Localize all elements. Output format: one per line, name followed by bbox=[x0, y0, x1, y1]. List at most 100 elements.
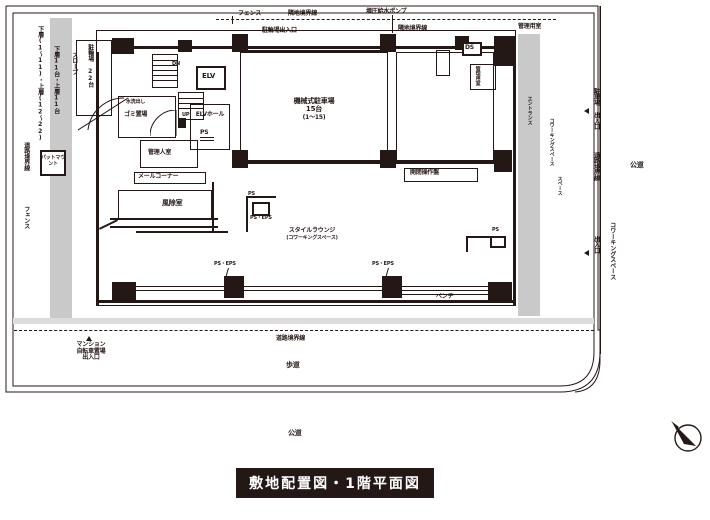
bench-label: ベンチ bbox=[436, 293, 454, 300]
operation-panel-box bbox=[404, 168, 478, 182]
lounge-wall-v bbox=[212, 182, 214, 232]
bic-l3: 出入口 bbox=[82, 354, 100, 362]
coworking-inner-label-2: スペース bbox=[556, 176, 563, 196]
bic-l1: マンション bbox=[76, 341, 106, 348]
column bbox=[488, 282, 512, 302]
ps-leader2 bbox=[200, 140, 214, 141]
stair-tread bbox=[152, 75, 178, 76]
manager-room-label: 管理人室 bbox=[148, 149, 172, 156]
coworking-entrance-arrow bbox=[584, 250, 589, 256]
stair-run-2 bbox=[178, 92, 204, 120]
fence-leader bbox=[232, 16, 233, 24]
right-road-boundary-label: 道路境界線 bbox=[592, 152, 600, 182]
bicycle-parking-vertical: 駐輪場 22台 bbox=[86, 44, 94, 88]
stair-run bbox=[152, 54, 178, 88]
ps-eps-label-1: PS・EPS bbox=[214, 261, 236, 267]
top-boundary-building-label: 隣地境界線 bbox=[398, 25, 428, 32]
pump-label: 増圧給水ポンプ bbox=[366, 8, 407, 15]
column bbox=[224, 276, 244, 298]
mechanical-parking-label: 機械式駐車場 15台 (1〜15) bbox=[256, 97, 372, 121]
garbage-label: ゴミ置場 bbox=[124, 111, 148, 118]
right-paved-strip bbox=[518, 34, 540, 316]
up-label-2: UP bbox=[182, 112, 190, 118]
column bbox=[382, 276, 402, 298]
vestibule-room bbox=[118, 190, 212, 220]
parking-range: (1〜15) bbox=[302, 113, 326, 121]
ps-eps-label-lounge: PS・EPS bbox=[250, 215, 272, 221]
right-road-boundary bbox=[600, 6, 601, 354]
ps-box-right bbox=[490, 236, 506, 248]
wall-left bbox=[96, 52, 99, 306]
ps-label-lounge: PS bbox=[248, 191, 255, 197]
pump-leader bbox=[392, 15, 393, 33]
pad-mount-box bbox=[40, 150, 66, 176]
top-boundary-label: 隣地境界線 bbox=[288, 10, 318, 17]
stair-tread bbox=[178, 98, 204, 99]
mail-corner-label: メールコーナー bbox=[138, 173, 179, 180]
elevator-label: ELV bbox=[202, 72, 216, 80]
floor-band-1 bbox=[136, 286, 492, 287]
vestibule-wall bbox=[110, 218, 218, 220]
ps-box-lounge bbox=[252, 202, 270, 216]
vestibule-label: 風除室 bbox=[162, 199, 183, 207]
lounge-wall-v2 bbox=[246, 196, 248, 232]
elevator-hall bbox=[190, 104, 230, 150]
duct-space-box bbox=[462, 42, 482, 56]
parking-top-wall bbox=[240, 50, 388, 53]
lounge-line1: スタイルラウンジ bbox=[288, 227, 336, 234]
pipe-space-label-core: PS bbox=[200, 129, 209, 136]
left-road-boundary-label: 道路境界線 bbox=[22, 142, 30, 172]
column bbox=[112, 282, 136, 302]
bic-l2: 自転車置場 bbox=[76, 347, 106, 355]
lounge-right-partition bbox=[466, 236, 496, 238]
operation-panel-label: 開閉操作盤 bbox=[410, 169, 440, 176]
ps-label-right: PS bbox=[492, 227, 499, 233]
stair-tread bbox=[152, 70, 178, 71]
lounge-line2: (コワーキングスペース) bbox=[286, 234, 338, 241]
mail-corner bbox=[134, 172, 206, 184]
top-boundary-dash bbox=[216, 19, 556, 20]
coworking-entrance-label: 出入口 bbox=[592, 236, 600, 254]
bottom-boundary-label: 道路境界線 bbox=[276, 335, 306, 342]
north-arrow bbox=[671, 421, 702, 452]
wall-bottom bbox=[96, 300, 516, 303]
bicycle-entrance-arrow bbox=[86, 336, 92, 341]
bicycle-entrance-label: マンション 自転車置場 出入口 bbox=[58, 341, 124, 362]
door-swing-garbage bbox=[150, 110, 177, 136]
ps-eps-label-2: PS・EPS bbox=[372, 261, 394, 267]
plan-title-plate: 敷地配置図・1階平面図 bbox=[236, 468, 434, 498]
duct-space-label: DS bbox=[465, 44, 474, 51]
wall-top-left bbox=[134, 46, 234, 49]
bicycle-parking-area bbox=[76, 40, 112, 116]
down-label: DN bbox=[172, 61, 180, 67]
left-fence-label: フェンス bbox=[22, 206, 30, 230]
parking-upper-lower-vertical: 下層11台・上層11台 bbox=[52, 46, 60, 114]
style-lounge-label: スタイルラウンジ (コワーキングスペース) bbox=[252, 227, 372, 241]
bottom-boundary-dash bbox=[14, 330, 594, 331]
pad-mount-label: パットマウント bbox=[41, 155, 66, 167]
floor-band-2 bbox=[136, 290, 402, 291]
lounge-right-partition-v bbox=[466, 236, 468, 252]
bottom-public-road-label: 公道 bbox=[288, 429, 302, 437]
bench-line-2 bbox=[402, 294, 496, 295]
right-public-road-label: 公道 bbox=[630, 161, 644, 169]
entrance-inner-label: エントランス bbox=[526, 96, 533, 125]
maintenance-room-label: 管理用室 bbox=[474, 66, 481, 86]
coworking-inner-label: コワーキングスペース bbox=[548, 118, 555, 167]
parking-note-vertical: 下層(1〜11)・上層(12〜22) bbox=[36, 26, 44, 142]
manager-room bbox=[140, 140, 198, 168]
ps-leader bbox=[200, 137, 214, 138]
lounge-wall-h bbox=[246, 196, 276, 198]
right-area-bottom-wall bbox=[396, 160, 512, 164]
shaft-box bbox=[436, 50, 450, 76]
elevator-shaft bbox=[196, 66, 226, 90]
sidewalk-label: 歩道 bbox=[286, 361, 300, 369]
water-tap-label: 水洗出し bbox=[126, 99, 146, 105]
coworking-space-vertical-label: コワーキングスペース bbox=[608, 222, 616, 281]
vestibule-wall-2 bbox=[110, 226, 218, 228]
parking-entrance-top-label: 駐輪場出入口 bbox=[262, 27, 297, 34]
top-right-room-label: 管理用室 bbox=[518, 23, 542, 30]
plan-title-text: 敷地配置図・1階平面図 bbox=[249, 476, 421, 492]
